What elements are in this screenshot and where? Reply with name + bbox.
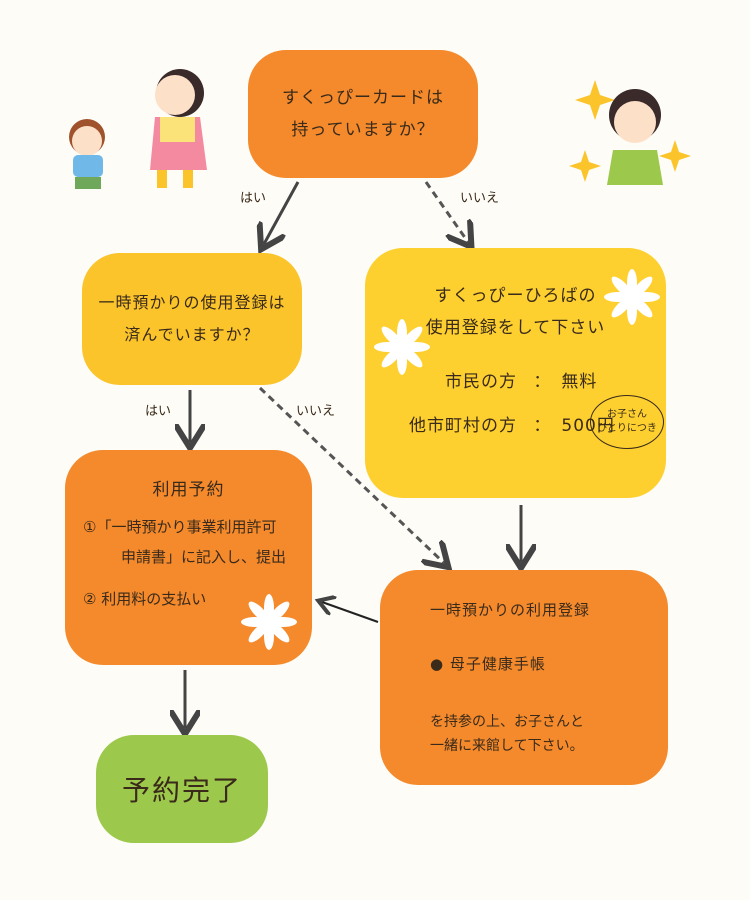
q2-line1: 一時預かりの使用登録は [98,293,286,312]
q2-yes-label: はい [145,404,172,419]
q2-line2: 済んでいますか？ [124,325,260,344]
question-registered: 一時預かりの使用登録は 済んでいますか？ [82,253,302,385]
note-line2: 一緒に来館して下さい。 [430,738,584,754]
question-has-card: すくっぴーカードは 持っていますか？ [248,50,478,178]
fee-value: 無料 [561,372,598,392]
hiroba-line2: 使用登録をして下さい [425,318,606,338]
step2-text: 利用料の支払い [101,590,207,608]
fee-sep: ： [533,416,552,436]
fee-who: 市民の方 [445,372,517,392]
hiroba-line1: すくっぴーひろばの [434,286,597,306]
done-text: 予約完了 [121,774,242,807]
step1-number: ① [83,518,97,536]
arrow-q2-no [258,386,444,563]
q2-no-label: いいえ [296,404,336,419]
step2-number: ② [83,590,97,608]
per-child-bubble: お子さん ひとりにつき [590,395,664,449]
bubble-line2: ひとりにつき [597,423,657,434]
temp-register-box: 一時預かりの利用登録 ● 母子健康手帳 を持参の上、お子さんと 一緒に来館して下… [380,570,668,785]
reservation-title: 利用予約 [152,480,225,500]
fee-list: 市民の方 ：無料 他市町村の方 ：500円 [407,366,615,442]
step1-line2: 申請書」に記入し、提出 [121,548,287,566]
mother-child-illustration [69,69,207,189]
bubble-line1: お子さん [607,409,647,420]
arrow-q1-no [424,181,468,242]
reservation-complete-box: 予約完了 [96,735,268,843]
q1-line1: すくっぴーカードは [282,88,444,108]
fee-who: 他市町村の方 [409,416,517,436]
step1-line1: 「一時預かり事業利用許可 [96,518,277,536]
required-item: ● 母子健康手帳 [430,655,546,673]
q1-no-label: いいえ [460,191,500,206]
woman-sparkle-illustration [569,80,691,185]
fee-sep: ： [533,372,552,392]
temp-register-title: 一時預かりの利用登録 [430,601,591,619]
q1-line2: 持っていますか？ [291,120,435,140]
flower-icon [604,269,660,325]
arrow-q1-yes [264,181,300,244]
flower-icon [241,594,297,650]
q1-yes-label: はい [240,191,267,206]
note-line1: を持参の上、お子さんと [430,714,584,730]
flower-icon [374,319,430,375]
register-hiroba-box: すくっぴーひろばの 使用登録をして下さい 市民の方 ：無料 他市町村の方 ：50… [365,248,666,498]
arrow-register-to-reservation [322,602,379,623]
